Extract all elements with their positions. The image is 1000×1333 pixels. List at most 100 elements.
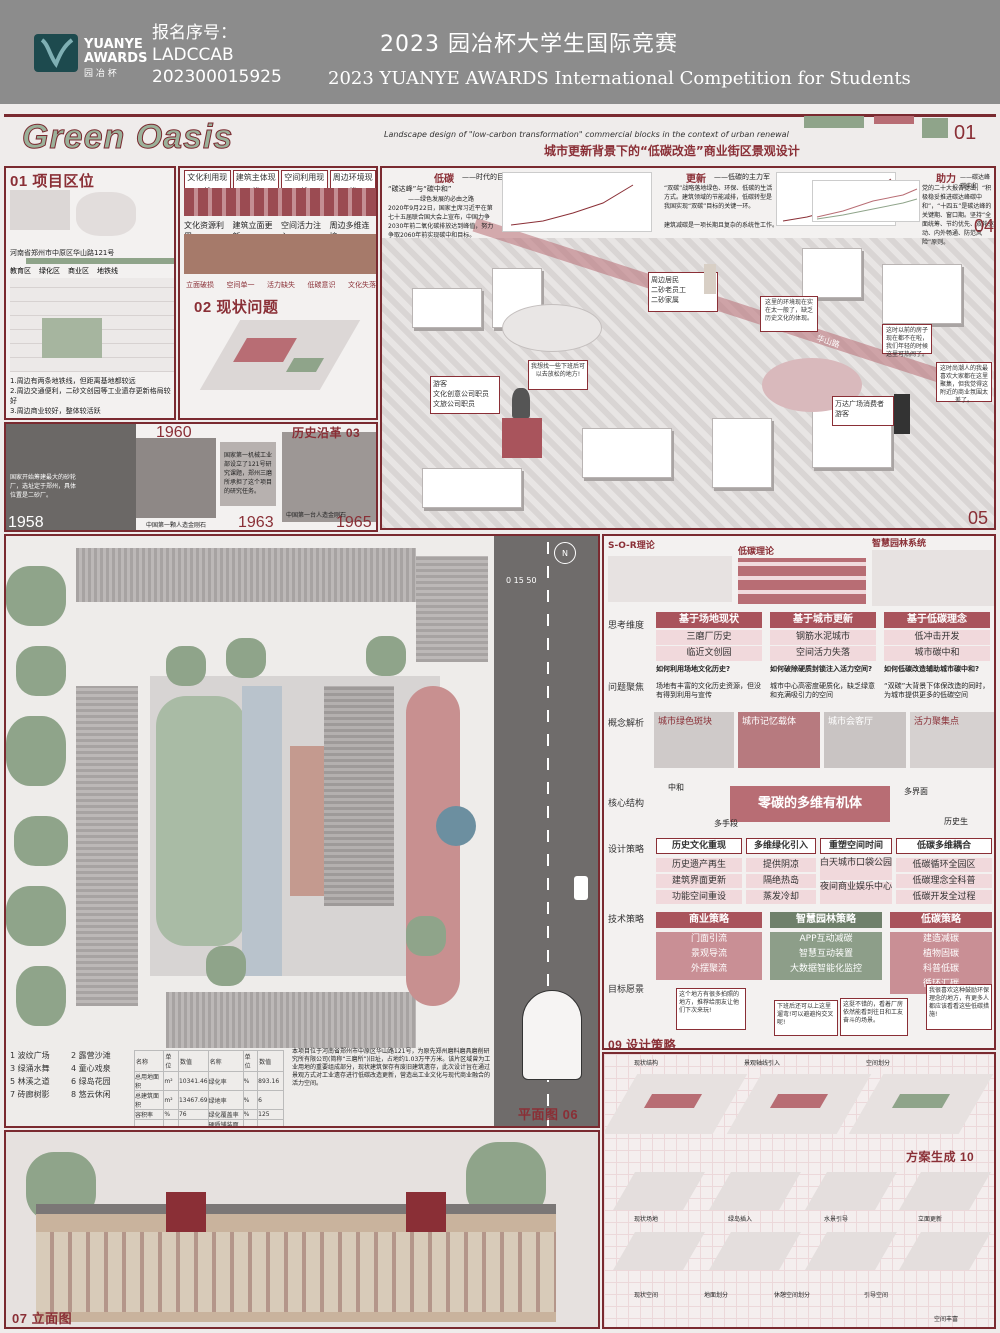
help-text: 党的二十大报告提出，“积极稳妥推进碳达峰碳中和”，“十四五”是碳达峰的关键期、窗… (922, 185, 995, 246)
renew-sub: ——低碳的主力军 (714, 173, 770, 181)
theory-smart: 智慧园林系统 (872, 539, 927, 549)
strategy-panel: S-O-R理论 低碳理论 智慧园林系统 思考维度 问题聚焦 概念解析 核心结构 … (602, 534, 996, 1050)
tech-commercial-items: 门面引流景观导流外摆聚流 (656, 932, 762, 980)
basis-lowcarbon: 基于低碳理念 (884, 612, 990, 628)
row-concept: 概念解析 (608, 719, 645, 729)
section-07: 07 立面图 (12, 1311, 73, 1326)
location-panel: 01 项目区位 河南省郑州市中原区华山路121号 教育区绿化区商业区地铁线 1.… (4, 166, 176, 420)
banner: Green Oasis Landscape design of "low-car… (4, 112, 996, 164)
answer-3: “双碳”大背景下体保改造的同时，为城市提供更多的低碳空间 (884, 682, 990, 699)
year-1960: 1960 (156, 424, 192, 441)
help-title: 助力 (936, 174, 956, 185)
theory-sor: S-O-R理论 (608, 541, 655, 551)
renew-text: “双碳”战略落地绿色、环保、低碳的生活方式。建筑领域的节能减排，低碳转型是我国实… (664, 185, 773, 210)
lowcarbon-chart (502, 172, 652, 232)
quote-4: 这时以前的房子现在都不在啦，我们年轻的时候这里可热闹了。 (882, 324, 932, 358)
tech-smart-items: APP互动减碳智慧互动装置大数据智能化监控 (770, 932, 882, 980)
generation-panel: 现状结构 景观轴线引入 空间划分 方案生成 10 现状场地 绿岛插入 水景引导 … (602, 1052, 996, 1329)
renew-text2: 建筑减碳是一项长期且复杂的系统性工作。 (664, 222, 779, 229)
core-label-4: 历史生 (944, 817, 968, 826)
question-1: 如何利用场地文化历史? (656, 665, 731, 673)
lowcarbon-quote-sub: ——绿色发展的必由之路 (408, 196, 475, 203)
history-note3: 中国第一台人造金刚石 (286, 512, 347, 519)
section-05: 05 (968, 508, 989, 528)
row-design: 设计策略 (608, 845, 645, 855)
basis-site: 基于场地现状 (656, 612, 762, 628)
location-notes: 1.周边有两条地铁线，但距离基地都较远 2.周边交通便利，二砂文创园等工业遗存更… (10, 377, 171, 415)
history-note2: 国家第一机械工业部设立了121号研究课题，郑州三磨所承担了这个项目的研究任务。 (224, 452, 273, 495)
bubble-tourists: 游客 文化创意公司职员 文旅公司职员 (430, 376, 500, 414)
lowcarbon-title: 低碳 (434, 174, 454, 185)
vision-quote-1: 这个地方有很多拍照的地方，推荐给朋友让他们下次来玩! (676, 988, 746, 1030)
aerial-panel: 低碳 ——时代的目标 “碳达峰”与“碳中和” ——绿色发展的必由之路 2020年… (380, 166, 996, 530)
row-focus: 问题聚焦 (608, 683, 645, 693)
core-label-2: 多界面 (904, 787, 928, 796)
year-1965: 1965 (336, 514, 372, 531)
subtitle-cn: 城市更新背景下的“低碳改造”商业街区景观设计 (544, 144, 800, 158)
quote-2: 这里的环境现在实在太一般了，缺乏历史文化的体现。 (760, 296, 818, 332)
section-09: 09 设计策略 (608, 1038, 677, 1050)
section-01: 01 项目区位 (10, 173, 95, 190)
row-core: 核心结构 (608, 799, 645, 809)
section-02: 02 现状问题 (194, 299, 279, 316)
subtitle-en: Landscape design of "low-carbon transfor… (384, 130, 789, 139)
help-chart (812, 180, 920, 222)
help-sub: ——碳达峰 碳中和 (960, 174, 991, 190)
theory-lowcarbon: 低碳理论 (738, 547, 775, 557)
logo (34, 34, 78, 72)
quote-3: 这时尚潮人的我最喜欢大家都在这里聚集，但我觉得这附近的商业氛围太差了。 (936, 362, 992, 404)
location-legend: 教育区绿化区商业区地铁线 (10, 267, 118, 275)
bubble-wanda: 万达广场消费者 游客 (832, 396, 894, 426)
elevation-panel: 07 立面图 (4, 1130, 600, 1329)
history-panel: 国家开始筹建最大的砂轮厂，选址定于郑州，具体位置是二砂厂。 国家第一机械工业部设… (4, 422, 378, 532)
logo-text: YUANYE AWARDS (84, 37, 148, 66)
header: YUANYE AWARDS 园 冶 杯 报名序号： LADCCAB 202300… (0, 0, 1000, 104)
lowcarbon-text: 2020年9月22日，国家主席习近平在第七十五届联合国大会上宣布，中国力争203… (388, 205, 494, 239)
question-2: 如何破除硬质封锁注入活力空间? (770, 665, 873, 673)
core-label-3: 多手段 (714, 819, 738, 828)
title-en: 2023 YUANYE AWARDS International Competi… (328, 68, 911, 89)
row-vision: 目标愿景 (608, 985, 645, 995)
vision-quote-2: 下班后还可以上这里遛弯!可以避避拘交叉呢! (774, 1000, 838, 1036)
section-06: 平面图 06 (518, 1107, 579, 1122)
lowcarbon-quote: “碳达峰”与“碳中和” (388, 185, 452, 193)
registration: 报名序号： LADCCAB 202300015925 (152, 23, 282, 87)
row-thinking: 思考维度 (608, 621, 645, 631)
logo-word: Green Oasis (21, 118, 234, 157)
vision-quote-4: 我很喜欢这种鼓励环保理念的地方，有更多人都应该看看这些低碳措施! (926, 984, 992, 1030)
year-1958: 1958 (8, 514, 44, 531)
renew-title: 更新 (686, 174, 706, 185)
answer-2: 城市中心高密度硬质化，缺乏绿意和充满吸引力的空间 (770, 682, 875, 699)
north-arrow: N (554, 542, 576, 564)
concept-1: 城市绿色斑块 (658, 717, 713, 727)
logo-sub: 园 冶 杯 (84, 69, 117, 79)
banner-number: 01 (954, 122, 977, 144)
section-04: 04 (974, 216, 995, 236)
status-panel: 文化利用现状 建筑主体现状 空间利用现状 周边环境现状 文化资源利用 建筑立面更… (178, 166, 378, 420)
section-03: 历史沿革 03 (292, 426, 361, 440)
concept-3: 城市会客厅 (828, 717, 874, 727)
status-tags: 立面破损空间单一活力缺失低碳意识文化失落 (186, 281, 376, 289)
title-cn: 2023 园冶杯大学生国际竞赛 (380, 32, 678, 57)
year-1963: 1963 (238, 514, 274, 531)
vision-quote-3: 这挺不错的，看着厂房依然能看到往日和工友奋斗的场景。 (840, 998, 908, 1036)
core-structure: 零碳的多维有机体 (730, 786, 890, 822)
concept-4: 活力聚集点 (914, 717, 960, 727)
concept-2: 城市记忆载体 (742, 717, 797, 727)
section-10: 方案生成 10 (906, 1150, 975, 1164)
history-note1: 国家开始筹建最大的砂轮厂，选址定于郑州，具体位置是二砂厂。 (10, 474, 77, 499)
location-caption: 河南省郑州市中原区华山路121号 (10, 249, 115, 257)
quote-1: 我想找一些下班后可以去放松的地方! (528, 360, 588, 390)
history-note4: 中国第一颗人造金刚石 (146, 522, 207, 529)
core-label-1: 中和 (668, 783, 684, 792)
question-3: 如何低碳改造辅助城市碳中和? (884, 665, 980, 673)
lowcarbon-sub: ——时代的目标 (462, 173, 511, 181)
row-tech: 技术策略 (608, 915, 645, 925)
scale-label: 0 15 50 (506, 576, 537, 585)
answer-1: 场地有丰富的文化历史资源，但没有得到利用与宣传 (656, 682, 761, 699)
plan-description: 本项目位于河南省郑州市中原区华山路121号，为原先郑州磨料磨具磨削研究所有限公司… (292, 1048, 491, 1087)
